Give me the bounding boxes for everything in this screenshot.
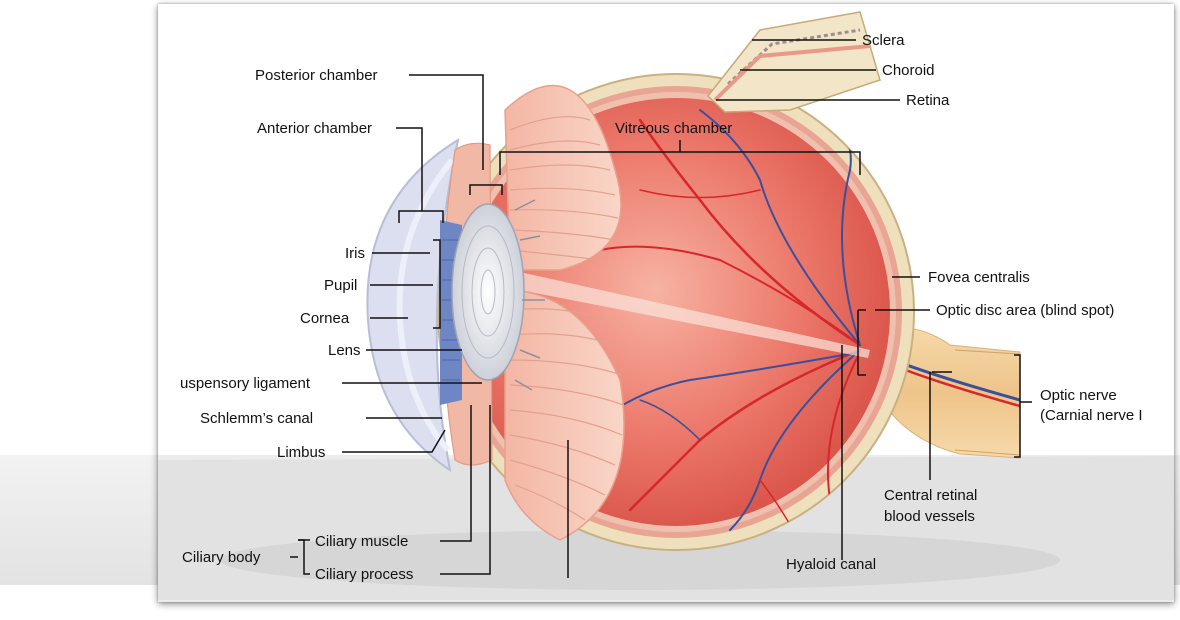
label-optic-disc: Optic disc area (blind spot) [936,302,1114,319]
label-ciliary-body: Ciliary body [182,549,261,566]
label-sclera: Sclera [862,32,905,49]
label-posterior-chamber: Posterior chamber [255,67,378,84]
lens [451,199,545,391]
label-hyaloid-canal: Hyaloid canal [786,556,876,573]
diagram-frame: Sclera Choroid Retina Posterior chamber … [158,4,1174,602]
label-fovea-centralis: Fovea centralis [928,269,1030,286]
label-ciliary-muscle: Ciliary muscle [315,533,408,550]
eye-diagram: Sclera Choroid Retina Posterior chamber … [158,11,1174,602]
label-lens: Lens [328,342,361,359]
label-cornea: Cornea [300,310,350,327]
label-iris: Iris [345,245,365,262]
ciliary-body [504,84,625,541]
hyaloid-canal-band [520,272,870,358]
blood-vessels [599,109,862,546]
cornea [366,137,460,473]
label-limbus: Limbus [277,444,325,461]
label-central-retinal: Central retinal [884,487,977,504]
label-optic-nerve-sub: (Carnial nerve I [1040,407,1143,424]
label-vitreous-chamber: Vitreous chamber [615,120,732,137]
label-ciliary-process: Ciliary process [315,566,413,583]
leader-lines [290,39,1032,578]
label-blood-vessels: blood vessels [884,508,975,525]
label-pupil: Pupil [324,277,357,294]
sclera-cutaway [706,11,881,113]
label-anterior-chamber: Anterior chamber [257,120,372,137]
label-optic-nerve: Optic nerve [1040,387,1117,404]
label-schlemms-canal: Schlemm’s canal [200,410,313,427]
labels: Sclera Choroid Retina Posterior chamber … [180,32,1143,583]
label-choroid: Choroid [882,62,935,79]
label-suspensory-ligament: uspensory ligament [180,375,311,392]
label-retina: Retina [906,92,950,109]
